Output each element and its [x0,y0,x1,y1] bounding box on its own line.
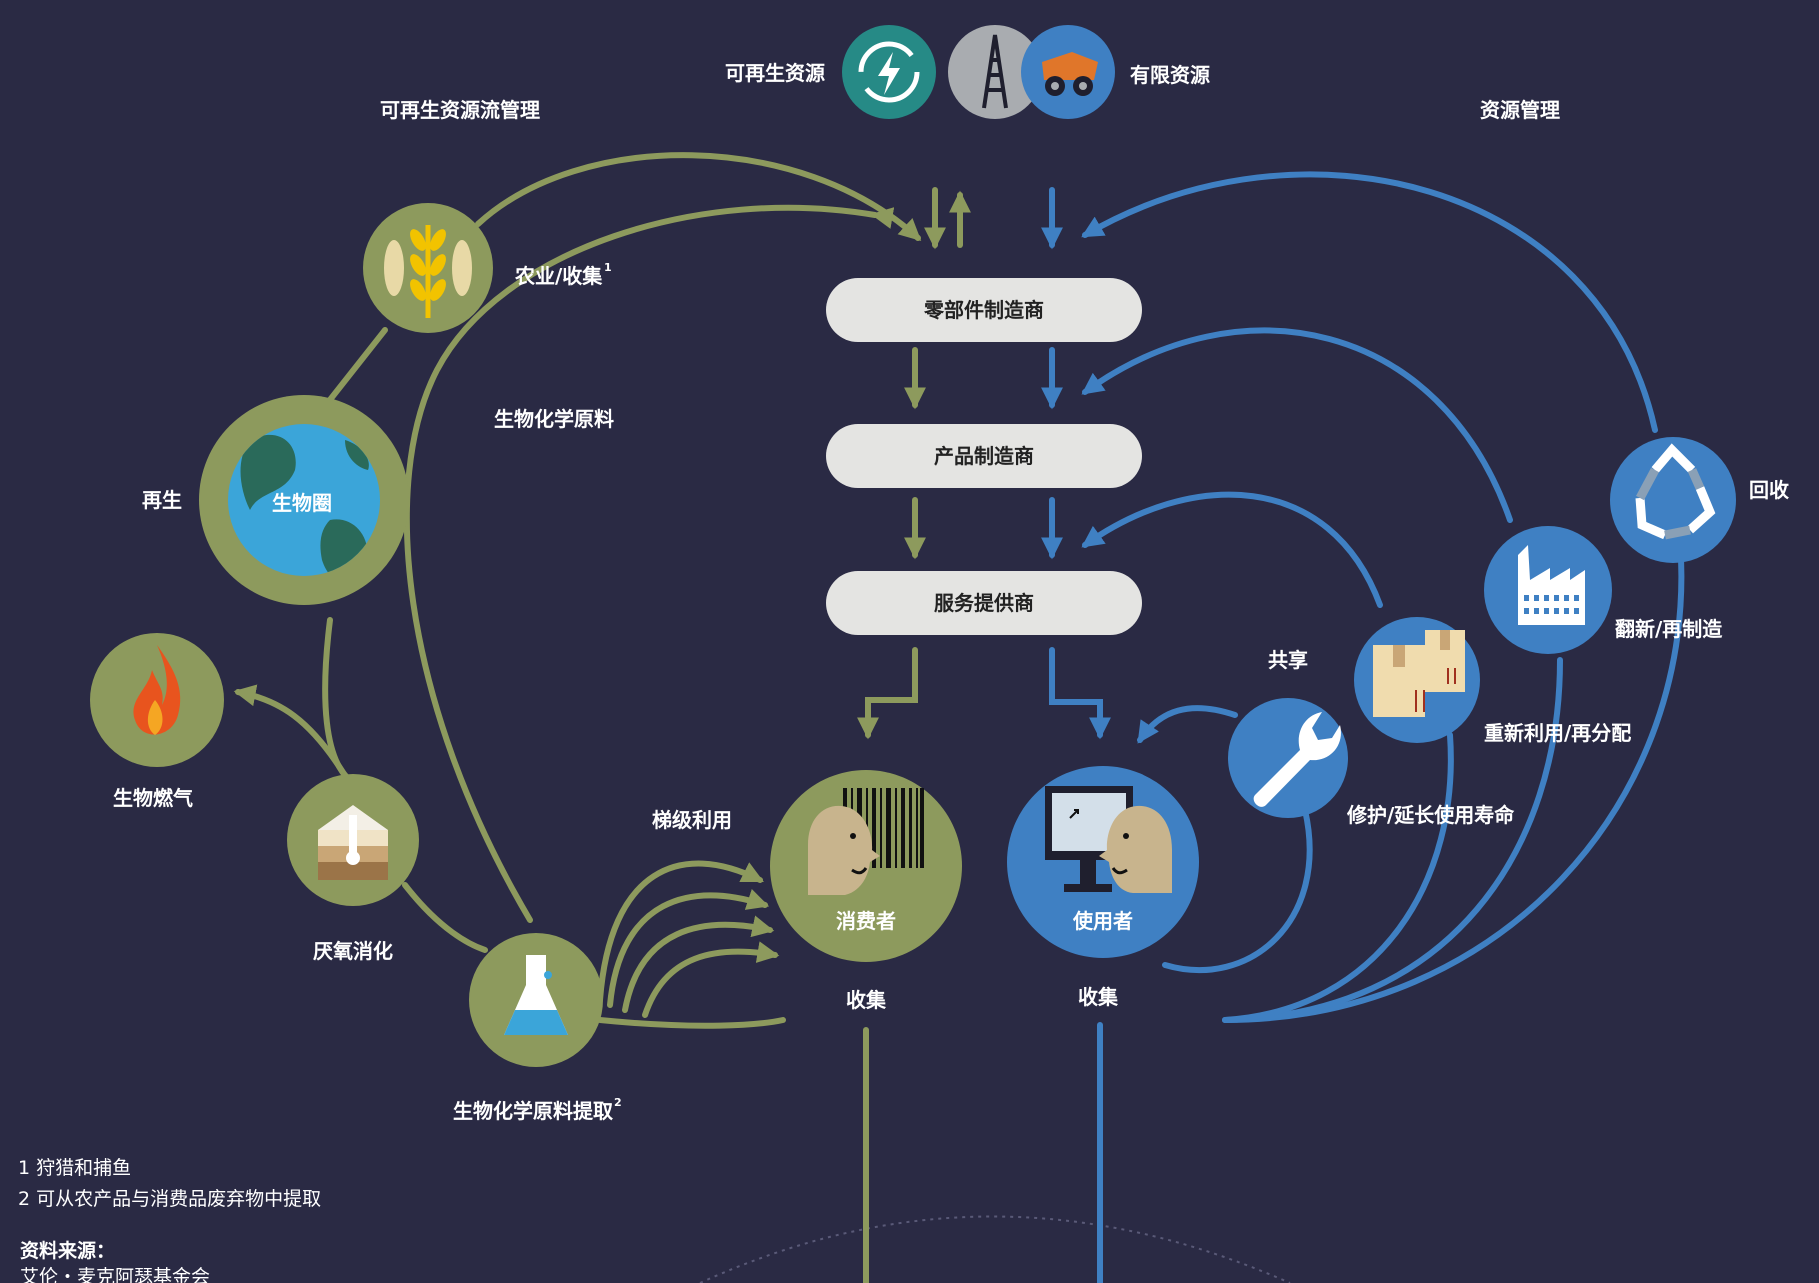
recycle-return-line [1222,537,1685,1023]
cascade-arrow-4 [642,941,780,1018]
digestion-to-extraction-line [402,882,488,953]
refurbish-label: 翻新/再制造 [1615,617,1723,641]
parts-manufacturer-label: 零部件制造商 [923,298,1044,322]
left-section-title: 可再生资源流管理 [380,98,540,122]
consumer-label: 消费者 [836,909,896,933]
consumer-head-icon [808,805,880,895]
parts-manufacturer-box: 零部件制造商 [826,278,1142,342]
boxes-icon [1354,617,1480,743]
anaerobic-digestion-icon [287,774,419,906]
right-section-title: 资源管理 [1480,98,1560,122]
footnote-1: 1 狩猎和捕鱼 [18,1157,131,1179]
regeneration-label: 再生 [142,488,182,512]
service-provider-box: 服务提供商 [826,571,1142,635]
cascade-arrow-2 [607,889,770,1008]
factory-icon [1484,526,1612,654]
extraction-collection-line [597,1017,786,1029]
biochemical-feedstock-label: 生物化学原料 [494,407,614,431]
oil-rig-icon [948,25,1042,119]
source-label: 资料来源： [20,1239,115,1262]
reuse-to-service-arrow [1081,491,1383,608]
user-label: 使用者 [1072,909,1133,933]
cascade-arrow-3 [622,915,775,1013]
maintain-return-line [1162,807,1313,973]
anaerobic-digestion-label: 厌氧消化 [313,939,393,963]
biochemical-feedstock-arrow [403,204,895,923]
service-provider-label: 服务提供商 [934,591,1034,615]
renewable-energy-icon [842,25,936,119]
maintain-label: 修护/延长使用寿命 [1346,803,1515,827]
renewable-flow-outer-arrow [475,152,922,241]
biosphere-globe-icon: 生物圈 [199,395,409,605]
agriculture-label: 农业/收集 [514,264,603,288]
consumer-collection-label: 收集 [846,988,887,1012]
biosphere-label: 生物圈 [272,491,332,515]
cascade-label: 梯级利用 [652,808,732,832]
biogas-flame-icon [90,633,224,767]
extraction-footnote-mark: 2 [614,1096,622,1109]
refurbish-return-line [1222,657,1563,1023]
finite-resources-label: 有限资源 [1130,63,1210,87]
cascade-arrow-1 [597,860,764,1003]
recycle-icon [1610,437,1736,563]
footnote-2: 2 可从农产品与消费品废弃物中提取 [18,1188,321,1210]
refurbish-to-product-arrow [1081,327,1513,523]
user-head-icon [1099,805,1172,893]
sharing-label: 共享 [1268,648,1308,672]
agriculture-icon [363,203,493,333]
recycle-to-parts-arrow [1081,171,1658,433]
agriculture-footnote-mark: 1 [604,261,612,274]
biochemical-extraction-label: 生物化学原料提取 [453,1099,613,1123]
source-text: 艾伦・麦克阿瑟基金会 [20,1266,210,1283]
recycle-label: 回收 [1749,478,1789,502]
renewable-resources-label: 可再生资源 [725,61,825,85]
product-manufacturer-label: 产品制造商 [934,444,1034,468]
green-arrow-service-consumer [857,647,918,740]
chemistry-flask-icon [469,933,603,1067]
reuse-return-line [1222,732,1454,1023]
biogas-arrow [233,684,347,777]
wrench-icon [1228,698,1348,818]
consumer-node: 消费者 [770,770,962,962]
biogas-label: 生物燃气 [113,786,193,810]
maintain-to-user-arrow [1137,705,1238,744]
blue-arrow-service-user [1049,647,1111,740]
user-collection-label: 收集 [1078,985,1119,1009]
reuse-label: 重新利用/再分配 [1484,721,1631,745]
mining-truck-icon [1021,25,1115,119]
lower-dotted-arc [699,1215,1291,1283]
user-node: 使用者 [1007,766,1199,958]
product-manufacturer-box: 产品制造商 [826,424,1142,488]
